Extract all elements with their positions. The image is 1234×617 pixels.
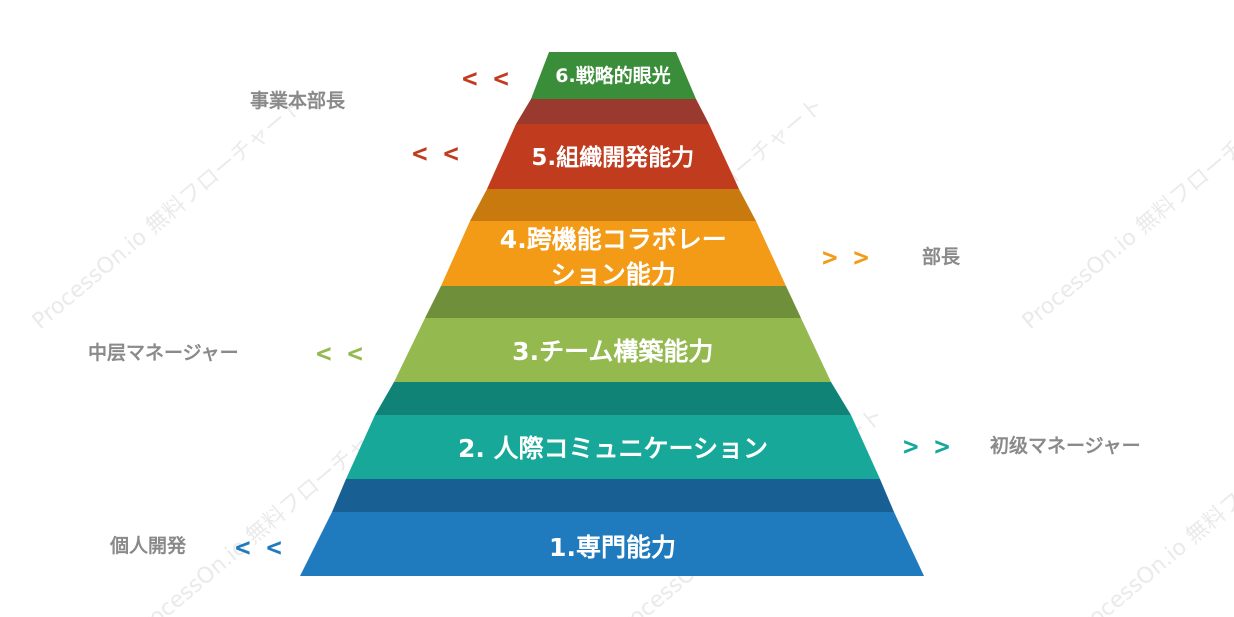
role-business-head-text: 事業本部長 <box>250 89 346 112</box>
tier-5-label: 5.組織開発能力 <box>531 144 694 171</box>
role-department-head-arrow-icon: > > <box>822 243 869 273</box>
tier-connector-2 <box>375 382 851 415</box>
watermark-text: ProcessOn.io 無料フローチャート <box>1018 93 1234 335</box>
tier-3-label: 3.チーム構築能力 <box>512 337 713 366</box>
role-middle-manager-text: 中层マネージャー <box>88 341 239 364</box>
role-middle-manager: 中层マネージャー < < <box>88 339 363 369</box>
role-junior-manager-text: 初级マネージャー <box>990 434 1141 457</box>
tier-5-face <box>487 124 739 189</box>
tier-4-label: ション能力 <box>551 260 676 289</box>
role-individual-arrow-icon: < < <box>235 533 282 563</box>
tier-connector-5 <box>516 99 709 124</box>
role-annotations: 事業本部長 < < < < 部長 > > 中层マネージャー < < 初级マネージャー > > 個人… <box>88 64 1141 563</box>
role-department-head-text: 部長 <box>922 245 961 268</box>
tier-2-face <box>346 415 880 479</box>
role-junior-manager: 初级マネージャー > > <box>903 432 1141 462</box>
tier-4-label: 4.跨機能コラボレー <box>500 225 727 254</box>
role-tier5-marker-arrow-icon: < < <box>412 139 459 169</box>
tier-2: 2. 人際コミュニケーション <box>346 415 880 479</box>
tier-3-face <box>394 318 831 382</box>
pyramid-tiers: 1.専門能力 2. 人際コミュニケーション 3.チーム構築能力 4.跨機能コラボレーシ… <box>300 52 924 576</box>
role-junior-manager-arrow-icon: > > <box>903 432 950 462</box>
tier-connector-1 <box>332 479 894 512</box>
tier-connector-3 <box>425 286 801 318</box>
tier-4-face <box>441 221 786 286</box>
tier-1: 1.専門能力 <box>300 512 924 576</box>
tier-6-label: 6.戦略的眼光 <box>555 64 670 87</box>
tier-1-face <box>300 512 924 576</box>
tier-connectors <box>332 99 894 512</box>
role-tier5-marker: < < <box>412 139 459 169</box>
role-business-head-arrow-icon: < < <box>462 64 509 94</box>
tier-6: 6.戦略的眼光 <box>531 52 696 99</box>
tier-6-face <box>531 52 696 99</box>
role-individual: 個人開発 < < <box>109 533 282 563</box>
role-department-head: 部長 > > <box>822 243 961 273</box>
tier-5: 5.組織開発能力 <box>487 124 739 189</box>
tier-2-label: 2. 人際コミュニケーション <box>458 434 768 463</box>
tier-1-label: 1.専門能力 <box>549 533 676 562</box>
tier-3: 3.チーム構築能力 <box>394 318 831 382</box>
tier-connector-4 <box>470 189 756 221</box>
role-individual-text: 個人開発 <box>109 534 187 557</box>
role-business-head: 事業本部長 < < <box>250 64 509 112</box>
role-middle-manager-arrow-icon: < < <box>316 339 363 369</box>
watermark-text: ProcessOn.io 無料フローチャート <box>28 93 309 335</box>
